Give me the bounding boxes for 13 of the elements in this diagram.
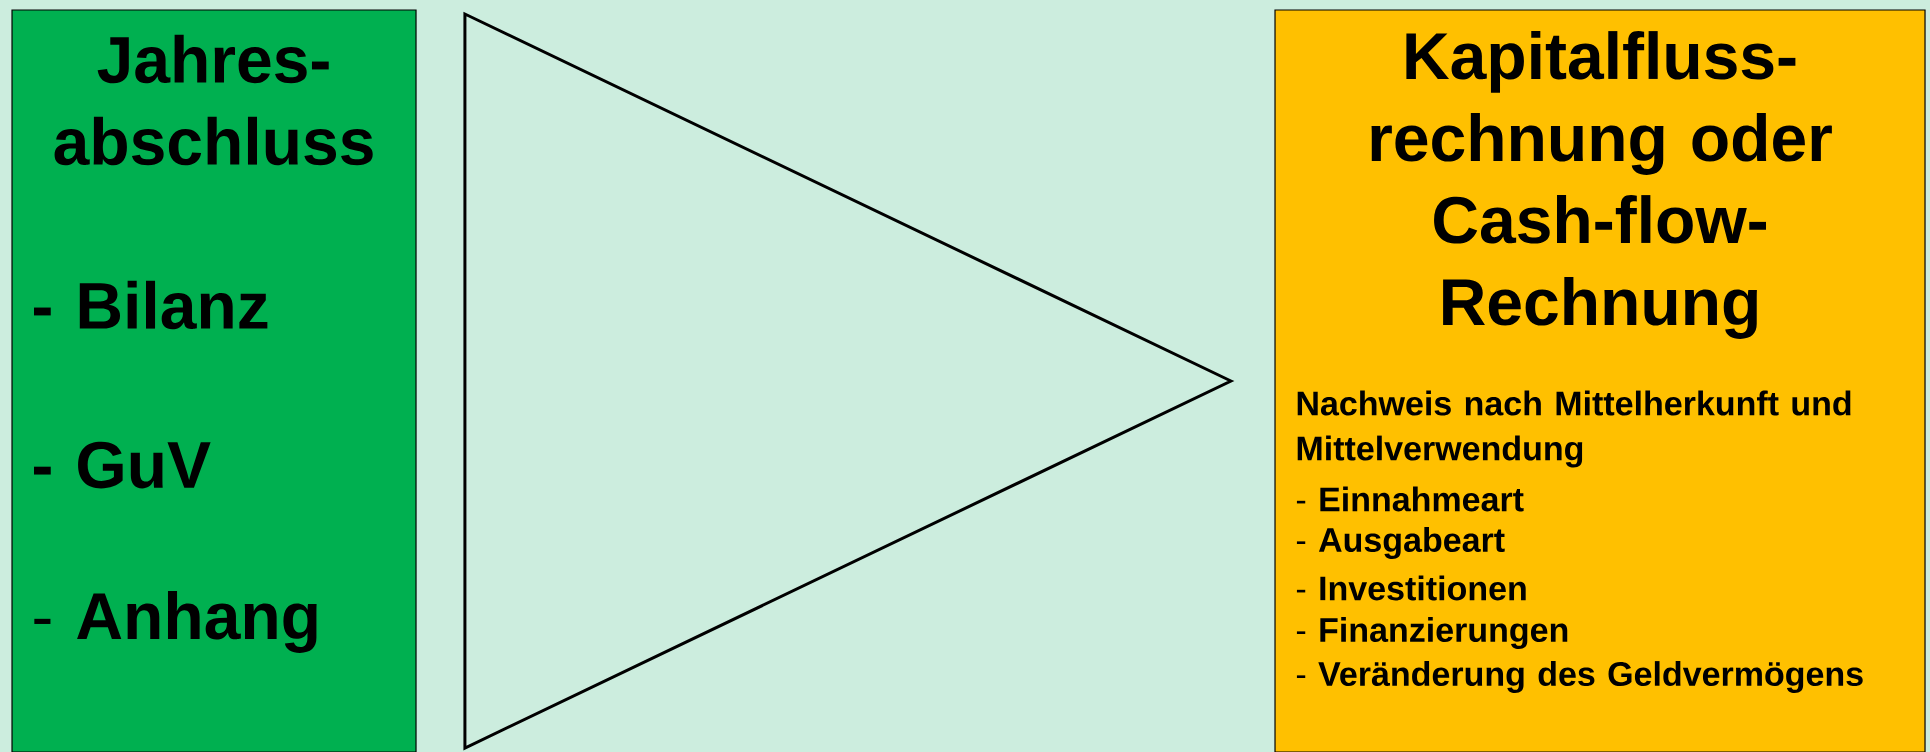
list-item: - Veränderung des Geldvermögens	[1296, 661, 1863, 693]
list-item: - Investitionen	[1296, 575, 1526, 601]
list-item: - Bilanz	[34, 280, 268, 330]
text-box	[11, 9, 417, 752]
body-text: Nachweis nach Mittelherkunft und Mittelverwendung	[1297, 390, 1851, 468]
list-item: - GuV	[34, 441, 211, 489]
box-heading: Jahres-abschluss	[54, 34, 373, 166]
list-item: - Anhang	[34, 591, 317, 653]
text-box	[1274, 9, 1926, 752]
list-item: - Ausgabeart	[1296, 527, 1505, 559]
list-item: - Finanzierungen	[1296, 617, 1568, 649]
box-heading: Kapitalfluss-rechnung oder Cash-flow-Rechnung	[1371, 31, 1832, 339]
list-item: - Einnahmeart	[1296, 486, 1524, 512]
